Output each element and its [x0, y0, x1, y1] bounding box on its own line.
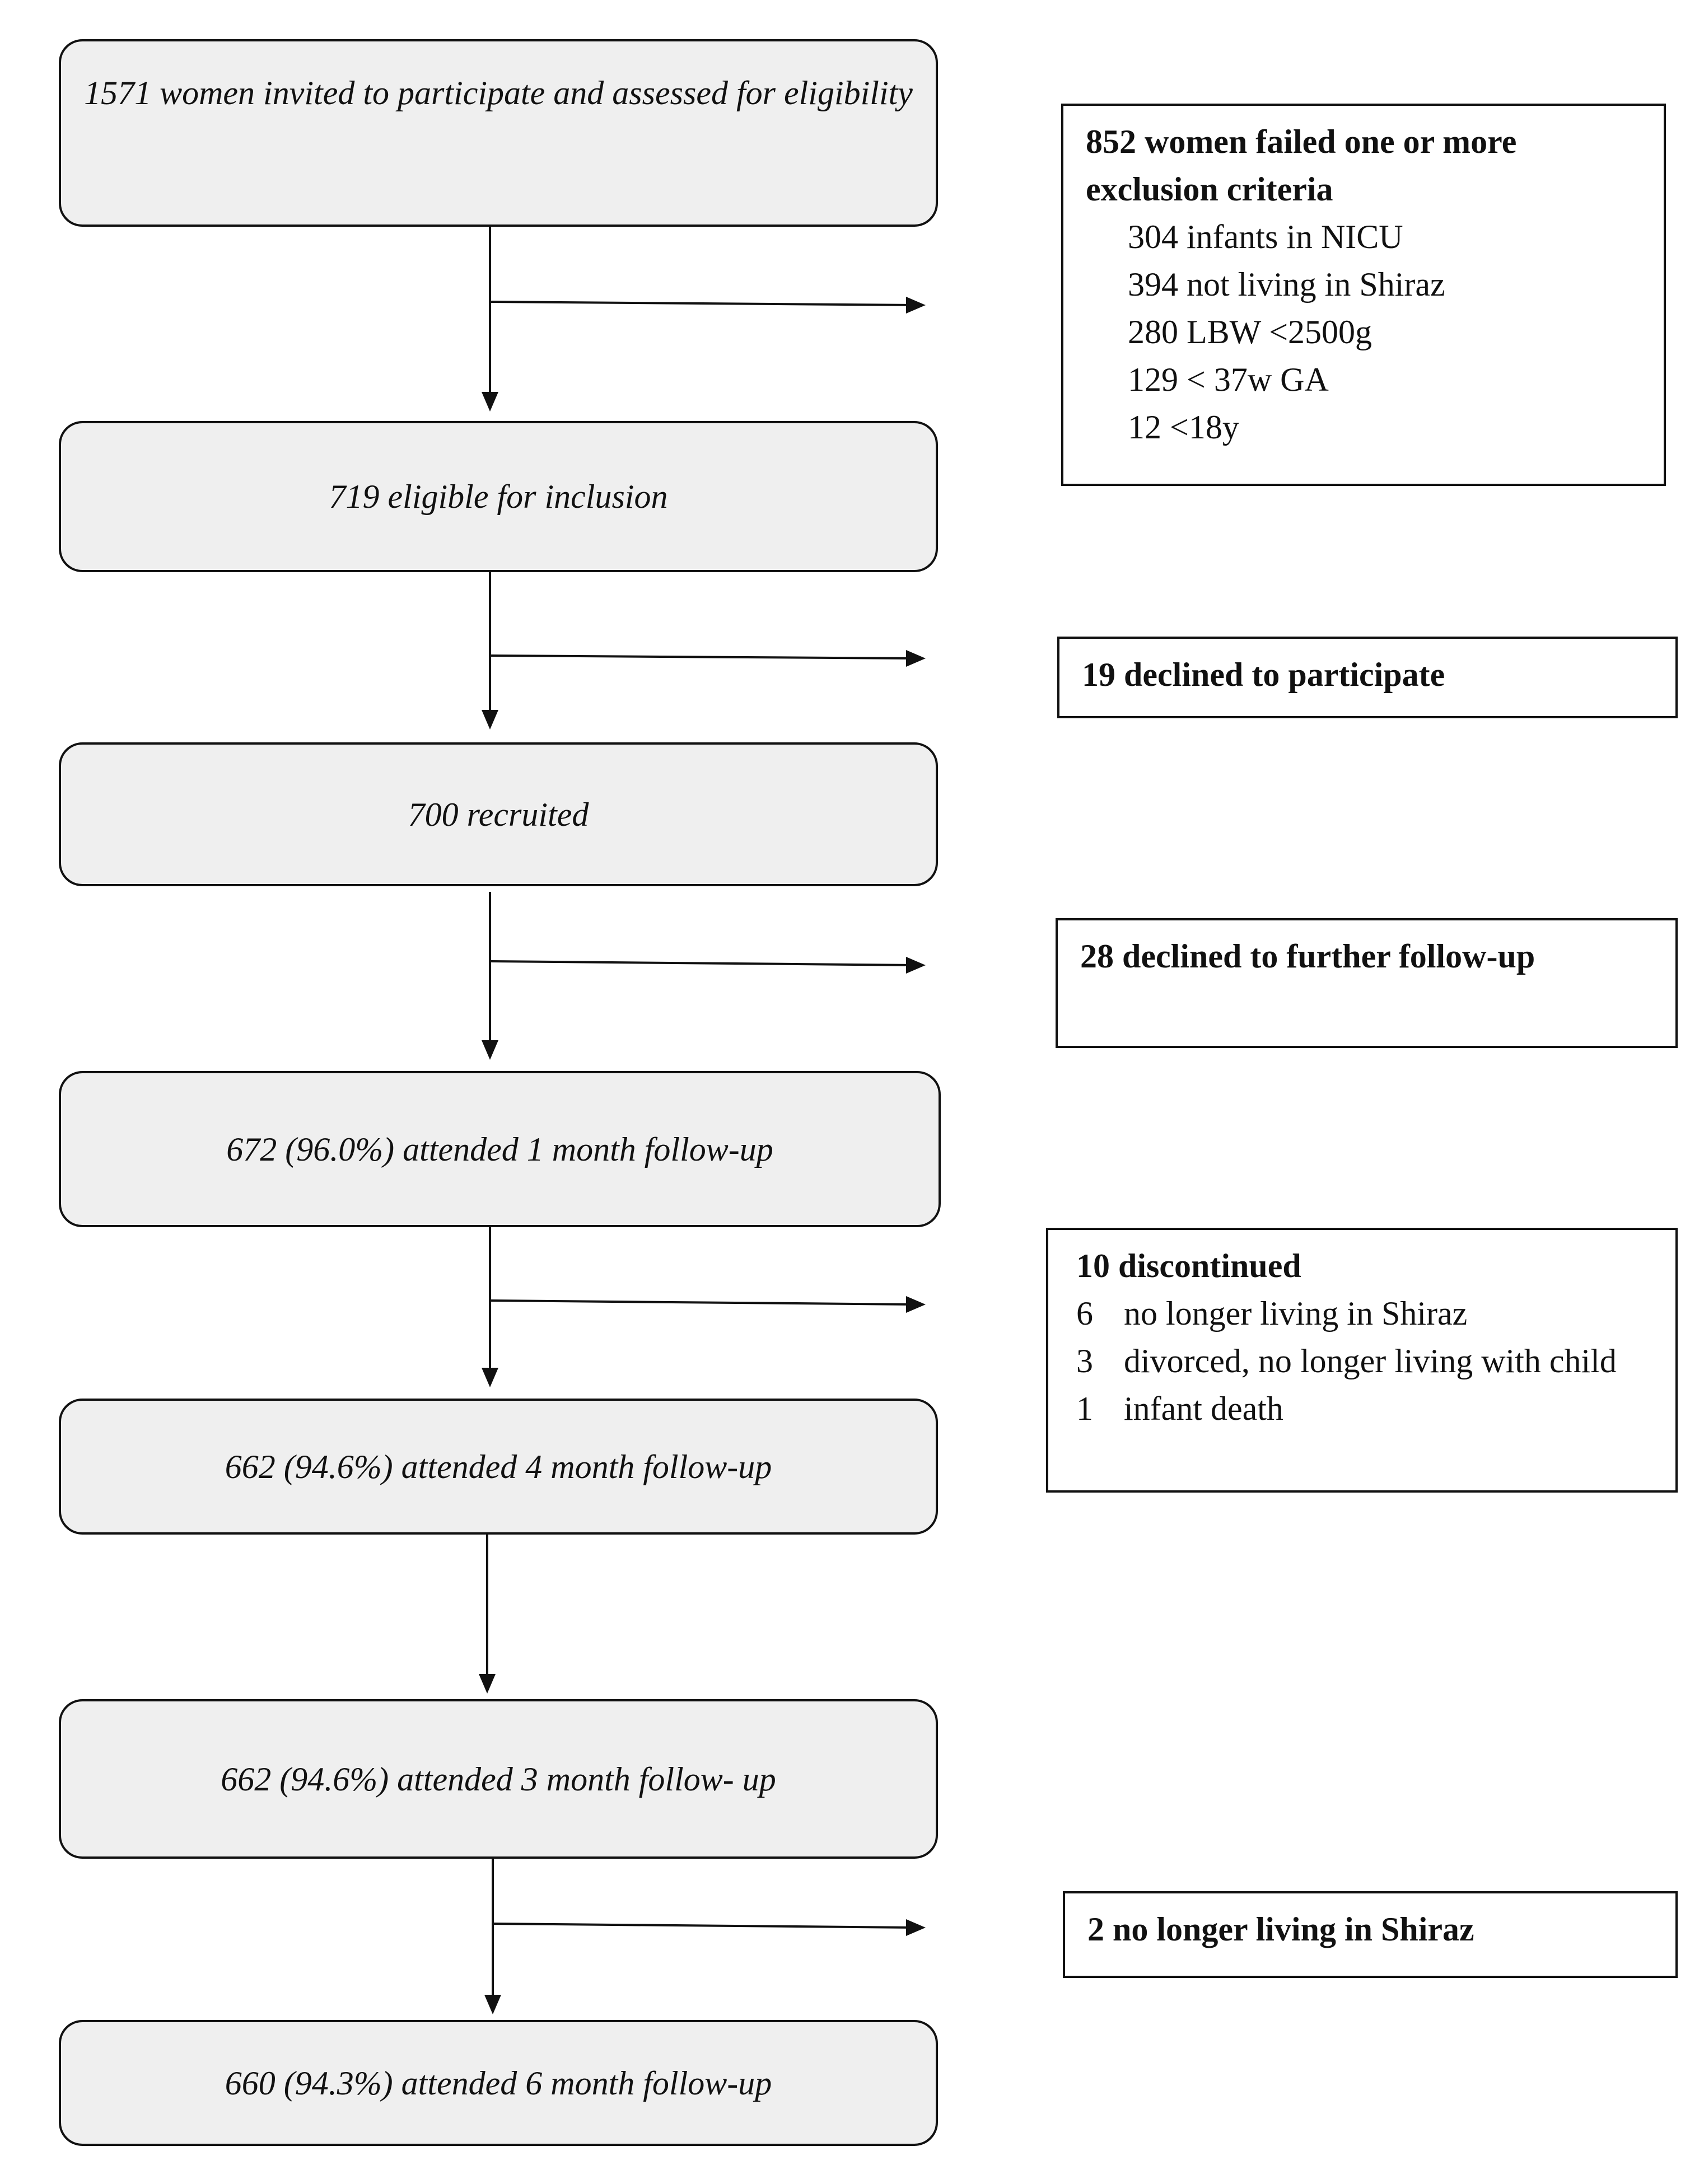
arrowhead-3	[482, 1040, 498, 1060]
exclusion-item: 280 LBW <2500g	[1128, 314, 1372, 350]
discontinued-reason: no longer living in Shiraz	[1124, 1295, 1468, 1332]
step-followup-6-month: 660 (94.3%) attended 6 month follow-up	[59, 2020, 938, 2146]
step-recruited-text: 700 recruited	[408, 796, 589, 833]
arrowhead-side-1	[906, 297, 926, 314]
exclusion-item: 129 < 37w GA	[1128, 361, 1329, 398]
arrowhead-4	[482, 1368, 498, 1387]
side-arrow-4	[489, 1299, 918, 1307]
declined-participate-box: 19 declined to participate	[1057, 637, 1678, 718]
discontinued-reason: divorced, no longer living with child	[1124, 1343, 1617, 1379]
arrowhead-side-5	[906, 1919, 926, 1936]
declined-followup-box: 28 declined to further follow-up	[1056, 918, 1678, 1048]
side-arrow-5	[492, 1923, 918, 1930]
step-invited: 1571 women invited to participate and as…	[59, 39, 938, 227]
arrowhead-5	[479, 1674, 496, 1694]
step-invited-text: 1571 women invited to participate and as…	[84, 74, 913, 111]
step-followup-3-month: 662 (94.6%) attended 3 month follow- up	[59, 1699, 938, 1859]
discontinued-box: 10 discontinued 6 no longer living in Sh…	[1046, 1228, 1678, 1493]
exclusion-item: 304 infants in NICU	[1128, 218, 1403, 255]
no-longer-shiraz-box: 2 no longer living in Shiraz	[1063, 1891, 1678, 1978]
arrowhead-2	[482, 710, 498, 729]
discontinued-item: 3 divorced, no longer living with child	[1076, 1337, 1653, 1385]
step-eligible-text: 719 eligible for inclusion	[329, 478, 668, 515]
step-followup-4-month: 662 (94.6%) attended 4 month follow-up	[59, 1399, 938, 1535]
step-followup-1-month-text: 672 (96.0%) attended 1 month follow-up	[226, 1130, 773, 1168]
exclusion-item: 12 <18y	[1128, 409, 1239, 446]
step-followup-4-month-text: 662 (94.6%) attended 4 month follow-up	[225, 1448, 772, 1485]
side-arrow-2	[489, 654, 918, 661]
discontinued-item: 6 no longer living in Shiraz	[1076, 1290, 1653, 1337]
arrowhead-6	[484, 1995, 501, 2014]
arrowhead-1	[482, 392, 498, 411]
discontinued-count: 1	[1076, 1390, 1093, 1427]
discontinued-item: 1 infant death	[1076, 1385, 1653, 1433]
step-recruited: 700 recruited	[59, 742, 938, 886]
declined-followup-text: 28 declined to further follow-up	[1080, 938, 1535, 975]
no-longer-shiraz-text: 2 no longer living in Shiraz	[1087, 1911, 1474, 1948]
step-eligible: 719 eligible for inclusion	[59, 421, 938, 572]
exclusion-item: 394 not living in Shiraz	[1128, 266, 1445, 303]
exclusion-criteria-heading: 852 women failed one or more exclusion c…	[1086, 123, 1517, 208]
discontinued-heading: 10 discontinued	[1076, 1247, 1301, 1284]
step-followup-1-month: 672 (96.0%) attended 1 month follow-up	[59, 1071, 941, 1227]
arrowhead-side-2	[906, 650, 926, 667]
discontinued-reason: infant death	[1124, 1390, 1283, 1427]
arrowhead-side-3	[906, 957, 926, 974]
declined-participate-text: 19 declined to participate	[1082, 656, 1445, 693]
discontinued-count: 3	[1076, 1343, 1093, 1379]
step-followup-3-month-text: 662 (94.6%) attended 3 month follow- up	[221, 1760, 776, 1798]
step-followup-6-month-text: 660 (94.3%) attended 6 month follow-up	[225, 2064, 772, 2102]
arrowhead-side-4	[906, 1296, 926, 1313]
discontinued-count: 6	[1076, 1295, 1093, 1332]
side-arrow-3	[489, 960, 918, 968]
exclusion-criteria-box: 852 women failed one or more exclusion c…	[1061, 104, 1666, 486]
side-arrow-1	[489, 301, 918, 308]
